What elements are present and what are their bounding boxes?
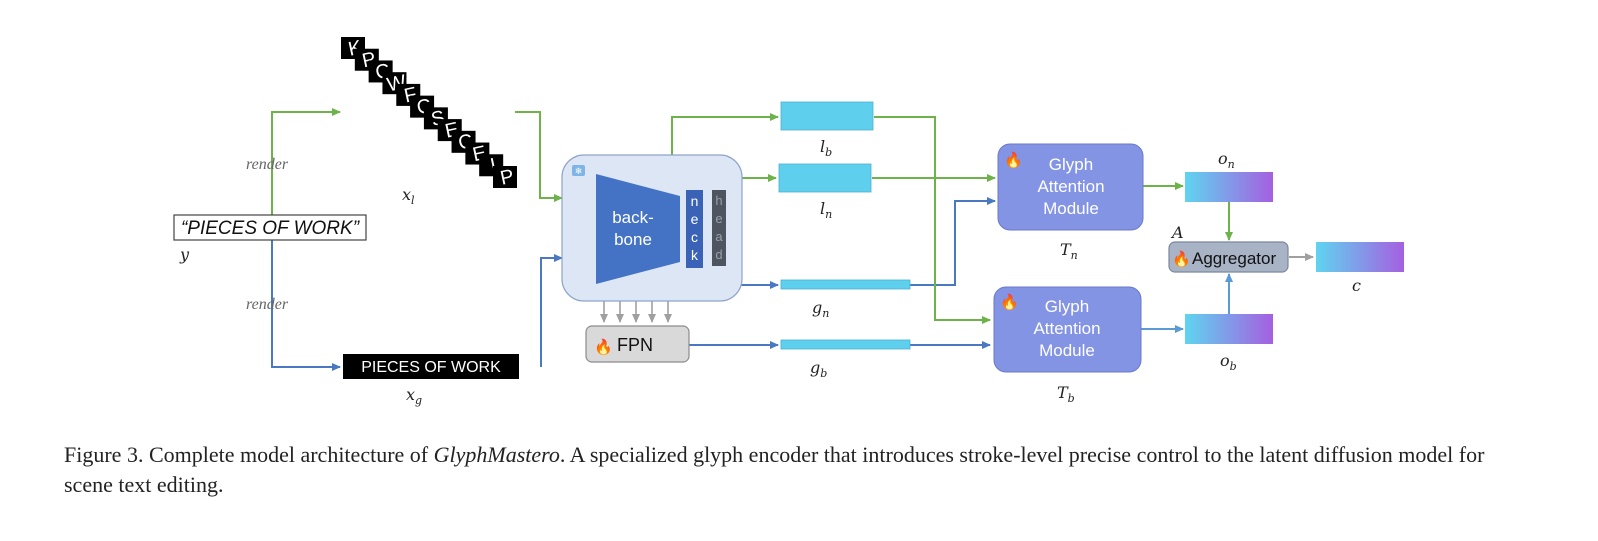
label-gb: gb xyxy=(810,358,827,380)
aggregator-fire-icon: 🔥 xyxy=(1172,250,1191,268)
caption-suffix: . A specialized glyph encoder that intro… xyxy=(64,442,1485,497)
architecture-diagram: “PIECES OF WORK” y render render KPCWFCS… xyxy=(173,36,1404,407)
label-ob: ob xyxy=(1220,351,1237,373)
aggregator-label: Aggregator xyxy=(1192,249,1276,268)
caption-prefix: Figure 3. Complete model architecture of xyxy=(64,442,434,467)
label-gn: gn xyxy=(812,298,829,320)
letter-tile-char: P xyxy=(498,165,516,189)
output-ob xyxy=(1185,314,1273,344)
glyph-attention-module-tn xyxy=(997,143,1144,231)
backbone-trapezoid xyxy=(596,174,680,284)
label-ln: ln xyxy=(820,199,832,221)
letter-tile-char: I xyxy=(488,154,498,177)
head-block xyxy=(712,190,726,266)
feature-lb xyxy=(780,101,874,131)
fpn-fire-icon: 🔥 xyxy=(594,338,613,356)
render-arrow-bottom xyxy=(271,240,341,371)
label-xl: xl xyxy=(402,185,415,207)
tb-fire-icon: 🔥 xyxy=(1000,293,1019,311)
input-text: “PIECES OF WORK” xyxy=(181,218,361,239)
fpn-box xyxy=(585,325,690,363)
render-arrow-top xyxy=(271,108,341,215)
render-label-top: render xyxy=(246,156,289,173)
caption-model-name: GlyphMastero xyxy=(433,442,560,467)
input-text-box xyxy=(173,214,367,241)
fpn-label: FPN xyxy=(617,335,653,355)
label-xg: xg xyxy=(406,385,422,407)
xg-to-encoder-arrow xyxy=(540,254,563,367)
neck-block xyxy=(686,190,703,268)
label-tb: Tb xyxy=(1057,383,1075,405)
feature-ln xyxy=(778,163,872,193)
glyph-image xyxy=(343,354,519,379)
svg-text:❄: ❄ xyxy=(575,167,583,177)
tn-fire-icon: 🔥 xyxy=(1004,151,1023,169)
backbone-label: back-bone xyxy=(612,208,654,249)
gn-to-tn-arrow xyxy=(910,197,996,286)
label-c: c xyxy=(1352,276,1361,295)
xl-to-encoder-arrow xyxy=(515,111,563,202)
glyph-image-text: PIECES OF WORK xyxy=(361,359,501,376)
output-c xyxy=(1316,242,1404,272)
aggregator-box xyxy=(1168,241,1289,273)
label-y: y xyxy=(179,245,190,264)
lb-to-tb-arrow xyxy=(874,116,991,324)
label-on: on xyxy=(1218,149,1235,171)
output-on xyxy=(1185,172,1273,202)
feature-gn xyxy=(780,279,911,290)
figure-caption: Figure 3. Complete model architecture of… xyxy=(64,440,1534,500)
letter-tile xyxy=(493,166,517,188)
render-label-bottom: render xyxy=(246,296,289,313)
glyph-attention-module-tb xyxy=(993,286,1142,373)
label-tn: Tn xyxy=(1060,240,1078,262)
snowflake-icon: ❄ xyxy=(572,165,585,177)
feature-gb xyxy=(780,339,911,350)
label-lb: lb xyxy=(820,137,832,159)
label-a: A xyxy=(1170,223,1184,242)
